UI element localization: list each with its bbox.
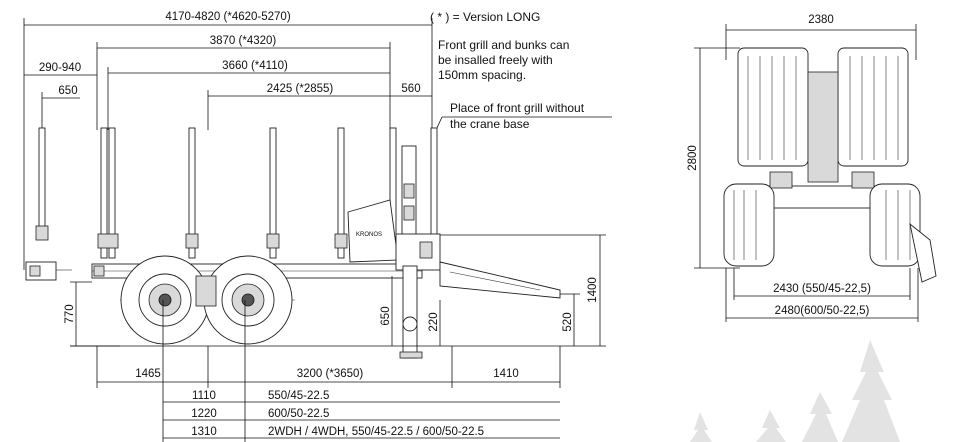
place-note-line1: Place of front grill without bbox=[450, 101, 585, 115]
height-220-label: 220 bbox=[428, 312, 440, 331]
front-wheel bbox=[203, 255, 293, 345]
front-track-1-label: 2430 (550/45-22,5) bbox=[773, 283, 871, 295]
trailer-side-view: KRONOS bbox=[25, 127, 561, 359]
front-track-2-label: 2480(600/50-22,5) bbox=[775, 305, 870, 317]
height-1400-label: 1400 bbox=[587, 277, 599, 303]
place-note-line2: the crane base bbox=[450, 117, 530, 131]
track-tyres-2: 600/50-22.5 bbox=[268, 408, 329, 420]
track-value-3: 1310 bbox=[191, 426, 217, 438]
rear-wheel bbox=[120, 255, 210, 345]
trailer-front-view: 2380 2800 bbox=[687, 14, 937, 322]
version-long-note: ( * ) = Version LONG bbox=[430, 10, 540, 24]
support-leg bbox=[402, 265, 418, 359]
height-520-label: 520 bbox=[562, 312, 574, 331]
grill-note-line2: be insalled freely with bbox=[438, 53, 553, 67]
bottom-3200-label: 3200 (*3650) bbox=[297, 368, 364, 380]
height-770-label: 770 bbox=[64, 304, 76, 323]
height-dimensions: 770 650 220 520 1400 bbox=[64, 234, 606, 347]
track-tyres-3: 2WDH / 4WDH, 550/45-22.5 / 600/50-22.5 bbox=[268, 426, 484, 438]
bunk-stakes bbox=[35, 127, 438, 259]
track-table: 1110 550/45-22.5 1220 600/50-22.5 1310 2… bbox=[162, 300, 560, 442]
rear-post-gap-label: 650 bbox=[58, 85, 77, 97]
height-650-label: 650 bbox=[380, 306, 392, 325]
length-a-label: 3870 (*4320) bbox=[210, 35, 277, 47]
notes: ( * ) = Version LONG Front grill and bun… bbox=[430, 10, 612, 131]
tree-watermark bbox=[690, 340, 900, 442]
length-b-label: 3660 (*4110) bbox=[222, 60, 288, 72]
bottom-1410-label: 1410 bbox=[493, 368, 519, 380]
left-wheel bbox=[723, 183, 775, 267]
drawbar bbox=[439, 261, 561, 299]
left-bunk bbox=[737, 47, 809, 167]
track-tyres-1: 550/45-22.5 bbox=[268, 390, 329, 402]
front-width-label: 2380 bbox=[808, 14, 834, 26]
front-height-label: 2800 bbox=[687, 145, 699, 171]
grill-note-line3: 150mm spacing. bbox=[438, 68, 526, 82]
overall-length-label: 4170-4820 (*4620-5270) bbox=[165, 11, 290, 23]
crane-base bbox=[347, 199, 399, 263]
brand-label: KRONOS bbox=[356, 232, 382, 238]
top-dimensions: 4170-4820 (*4620-5270) 3870 (*4320) 3660… bbox=[23, 11, 433, 270]
bottom-dimensions: 1465 3200 (*3650) 1410 bbox=[96, 346, 561, 388]
front-chassis bbox=[759, 185, 885, 209]
bunk-span-label: 2425 (*2855) bbox=[267, 83, 334, 95]
rear-overhang-label: 290-940 bbox=[39, 62, 81, 74]
track-value-2: 1220 bbox=[191, 408, 217, 420]
right-wheel bbox=[869, 183, 921, 267]
track-value-1: 1110 bbox=[192, 390, 216, 402]
right-bunk bbox=[837, 47, 909, 167]
bottom-1465-label: 1465 bbox=[135, 368, 161, 380]
front-support-leg bbox=[909, 222, 937, 283]
grill-offset-label: 560 bbox=[401, 83, 420, 95]
grill-note-line1: Front grill and bunks can bbox=[438, 38, 569, 52]
